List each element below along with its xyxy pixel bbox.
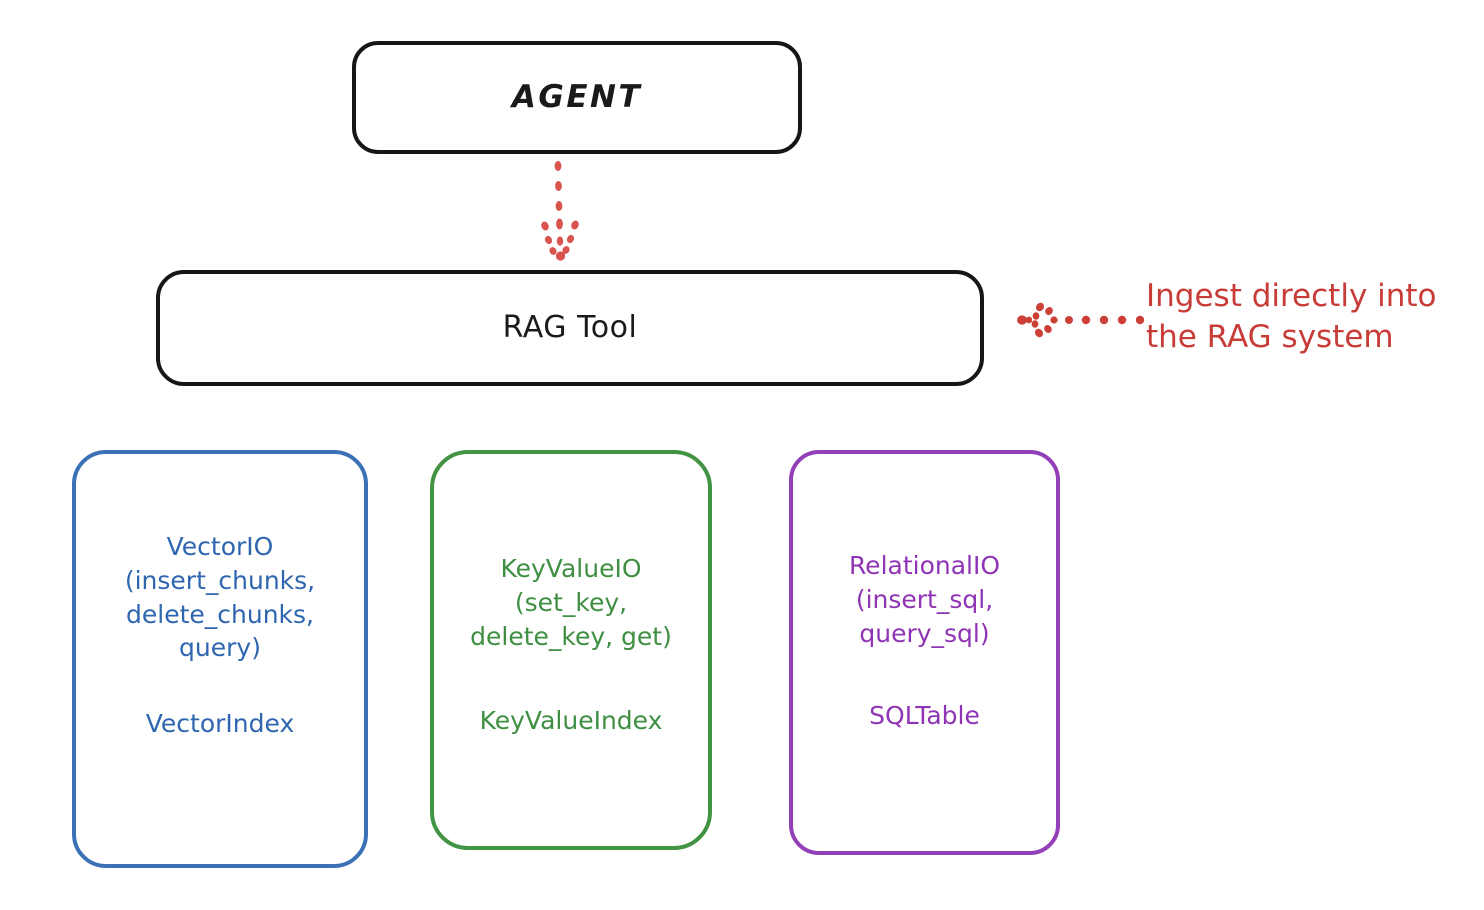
provider-vector-api-label: VectorIO (insert_chunks, delete_chunks, … xyxy=(124,532,316,663)
node-agent-label: AGENT xyxy=(511,78,643,115)
node-rag-tool[interactable]: RAG Tool xyxy=(156,270,984,386)
node-rag-tool-label: RAG Tool xyxy=(502,309,638,345)
node-agent[interactable]: AGENT xyxy=(352,41,802,154)
node-provider-vector[interactable]: VectorIO (insert_chunks, delete_chunks, … xyxy=(72,450,368,868)
provider-keyvalue-index-label: KeyValueIndex xyxy=(479,706,663,735)
connector-agent-to-ragtool-arrow xyxy=(520,160,600,270)
node-provider-keyvalue[interactable]: KeyValueIO (set_key, delete_key, get) Ke… xyxy=(430,450,712,850)
provider-relational-api-label: RelationalIO (insert_sql, query_sql) xyxy=(848,551,1001,648)
node-provider-relational[interactable]: RelationalIO (insert_sql, query_sql) SQL… xyxy=(789,450,1060,855)
provider-keyvalue-api-label: KeyValueIO (set_key, delete_key, get) xyxy=(470,554,672,651)
provider-relational-index-label: SQLTable xyxy=(869,701,980,730)
connector-annotation-to-ragtool-arrow xyxy=(1016,296,1146,344)
provider-vector-index-label: VectorIndex xyxy=(145,709,295,738)
annotation-ingest-directly: Ingest directly into the RAG system xyxy=(1146,278,1437,355)
